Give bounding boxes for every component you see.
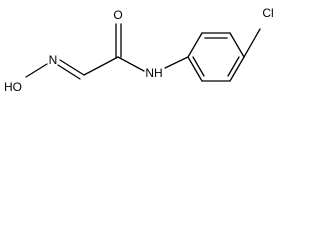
bond-co-nh [117, 56, 145, 72]
bond-ch-co [83, 56, 119, 76]
label-ho: HO [4, 80, 22, 94]
label-carbonyl-o: O [113, 8, 122, 22]
bond-n-c-double-a [59, 59, 85, 76]
label-cl: Cl [262, 6, 273, 20]
bond-ho-n [25, 63, 48, 78]
bond-n-c-double-b [57, 64, 81, 80]
benzene-ring [187, 32, 245, 82]
label-oxime-n: N [49, 53, 58, 67]
bond-c-cl [243, 28, 261, 58]
label-nh: NH [145, 66, 162, 80]
bond-nh-aryl [164, 56, 189, 69]
chemical-structure: HO N O NH Cl [4, 6, 274, 94]
